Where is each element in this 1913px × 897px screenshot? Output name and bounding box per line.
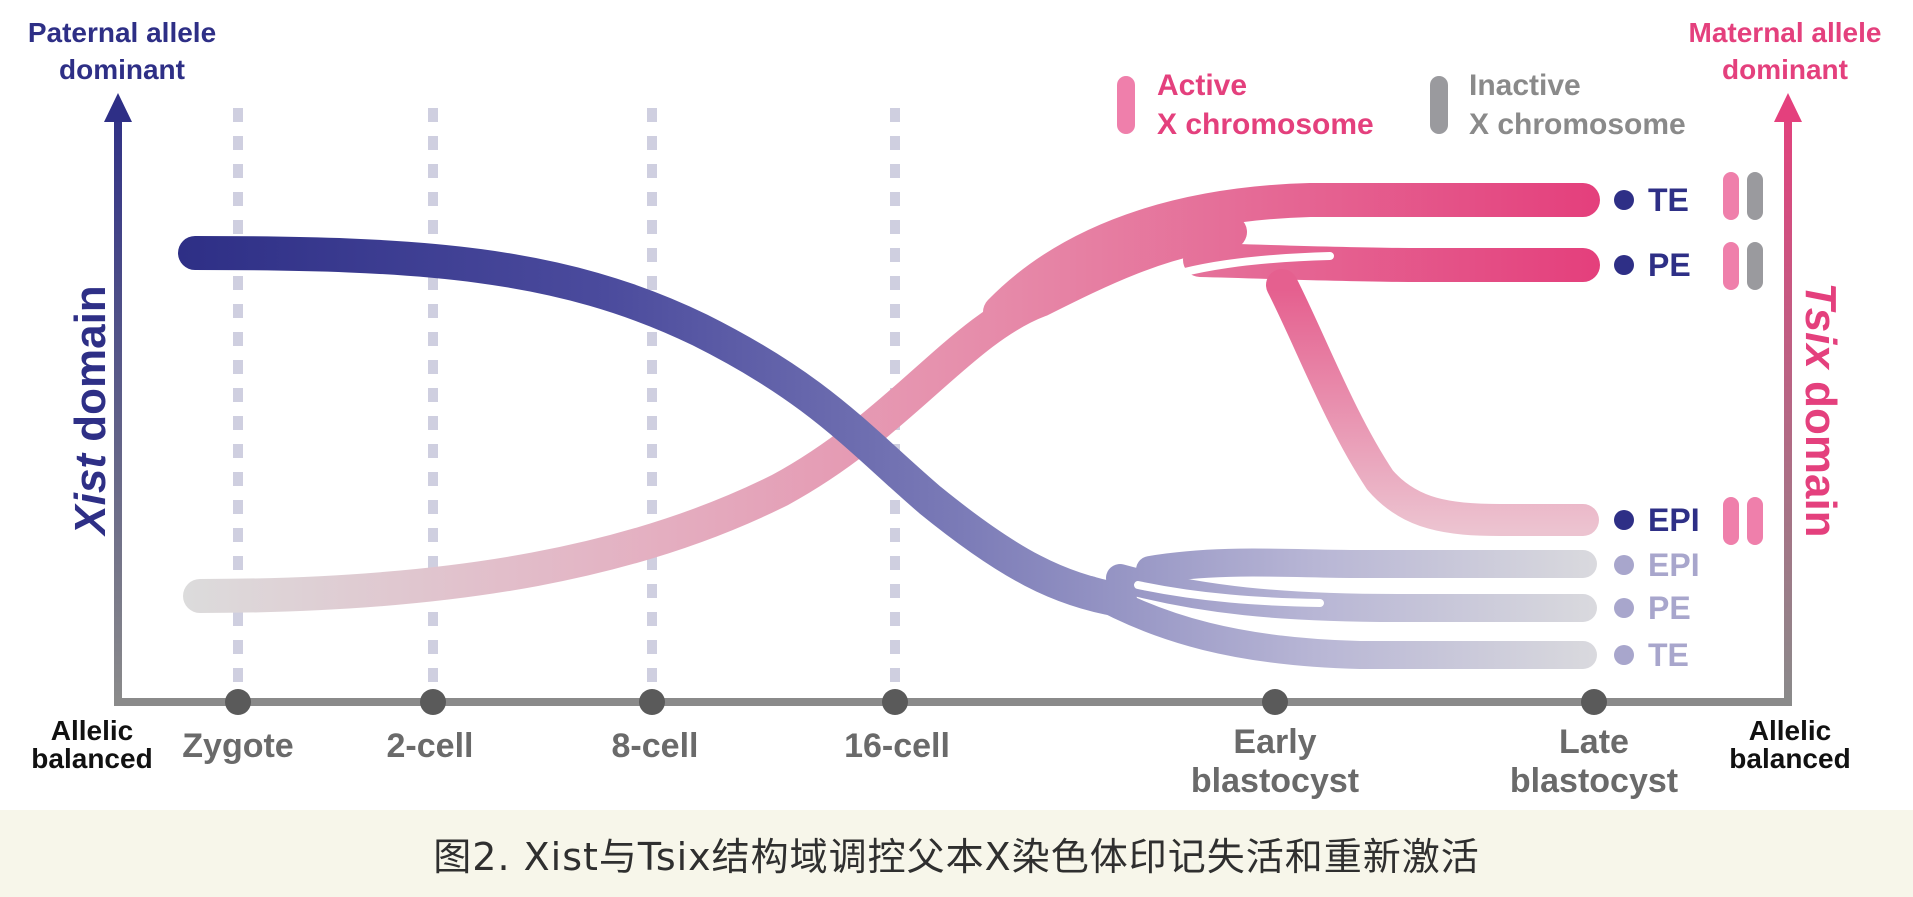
- active-x-swatch: [1117, 76, 1135, 134]
- stage-dot-late-blastocyst: [1581, 689, 1607, 715]
- lineage-dot: [1614, 190, 1634, 210]
- paternal-epi-branch: [1136, 548, 1597, 584]
- lineage-pe-paternal: PE: [1648, 590, 1691, 626]
- legend-inactive-label-line2: X chromosome: [1469, 108, 1686, 141]
- inactive-x-bar: [1747, 172, 1763, 220]
- xist-tsix-diagram: Paternal allele dominant Xist domain All…: [0, 0, 1913, 810]
- stage-dot-2cell: [420, 689, 446, 715]
- active-x-bar: [1723, 172, 1739, 220]
- left-balanced-label-line2: balanced: [31, 743, 152, 774]
- paternal-dominant-label: Paternal allele: [28, 17, 216, 48]
- lineage-dot: [1614, 510, 1634, 530]
- active-x-bar: [1723, 242, 1739, 290]
- branch-gap: [1296, 580, 1464, 590]
- stage-labels: Zygote 2-cell 8-cell 16-cell Early blast…: [182, 723, 1678, 800]
- maternal-dominant-label-line2: dominant: [1722, 54, 1848, 85]
- legend-inactive-label: Inactive: [1469, 69, 1581, 102]
- stage-label-early-line2: blastocyst: [1191, 762, 1359, 800]
- left-axis-arrow-icon: [104, 93, 132, 122]
- axes: [104, 93, 1802, 715]
- inactive-x-bar: [1747, 242, 1763, 290]
- lineage-dot: [1614, 598, 1634, 618]
- right-balanced-label-line2: balanced: [1729, 743, 1850, 774]
- active-x-bar: [1747, 497, 1763, 545]
- stage-dot-16cell: [882, 689, 908, 715]
- branch-gap: [1134, 581, 1324, 607]
- legend: Active X chromosome Inactive X chromosom…: [1117, 69, 1686, 141]
- left-axis-labels: Paternal allele dominant Xist domain All…: [28, 17, 216, 774]
- legend-active-label-line2: X chromosome: [1157, 108, 1374, 141]
- left-balanced-label: Allelic: [51, 715, 133, 746]
- lineage-dot: [1614, 645, 1634, 665]
- right-balanced-label: Allelic: [1749, 715, 1831, 746]
- stage-label-late: Late: [1559, 723, 1629, 761]
- lineage-pe-maternal: PE: [1648, 247, 1691, 283]
- branch-gap: [1134, 252, 1334, 291]
- maternal-epi-branch: [1266, 269, 1599, 536]
- figure-caption: 图2. Xist与Tsix结构域调控父本X染色体印记失活和重新激活: [0, 810, 1913, 897]
- paternal-lineage-labels: EPI PE TE: [1614, 547, 1700, 673]
- x-chromosome-status: [1723, 172, 1763, 545]
- active-x-bar: [1723, 497, 1739, 545]
- stage-dot-zygote: [225, 689, 251, 715]
- lineage-epi-paternal: EPI: [1648, 547, 1700, 583]
- lineage-epi-maternal: EPI: [1648, 502, 1700, 538]
- right-axis-labels: Maternal allele dominant Tsix domain All…: [1689, 17, 1882, 774]
- maternal-trunk: [183, 215, 1247, 613]
- inactive-x-swatch: [1430, 76, 1448, 134]
- maternal-te-branch: [983, 183, 1600, 329]
- stage-dot-8cell: [639, 689, 665, 715]
- stage-label-8cell: 8-cell: [612, 727, 699, 765]
- stage-label-zygote: Zygote: [182, 727, 293, 765]
- stage-label-2cell: 2-cell: [387, 727, 474, 765]
- lineage-dot: [1614, 555, 1634, 575]
- legend-active-label: Active: [1157, 69, 1247, 102]
- maternal-lineage-labels: TE PE EPI: [1614, 182, 1700, 538]
- stage-dot-early-blastocyst: [1262, 689, 1288, 715]
- lineage-te-maternal: TE: [1648, 182, 1689, 218]
- diagram-canvas: Paternal allele dominant Xist domain All…: [28, 17, 1882, 800]
- paternal-dominant-label-line2: dominant: [59, 54, 185, 85]
- maternal-dominant-label: Maternal allele: [1689, 17, 1882, 48]
- paternal-allele-band: [178, 236, 1597, 669]
- lineage-te-paternal: TE: [1648, 637, 1689, 673]
- stage-label-16cell: 16-cell: [844, 727, 950, 765]
- lineage-dot: [1614, 255, 1634, 275]
- paternal-trunk: [178, 236, 1137, 617]
- stage-label-late-line2: blastocyst: [1510, 762, 1678, 800]
- paternal-te-branch: [1076, 576, 1597, 669]
- stage-label-early: Early: [1233, 723, 1316, 761]
- tsix-domain-title: Tsix domain: [1796, 282, 1845, 537]
- xist-domain-title: Xist domain: [66, 285, 115, 537]
- right-axis-arrow-icon: [1774, 93, 1802, 122]
